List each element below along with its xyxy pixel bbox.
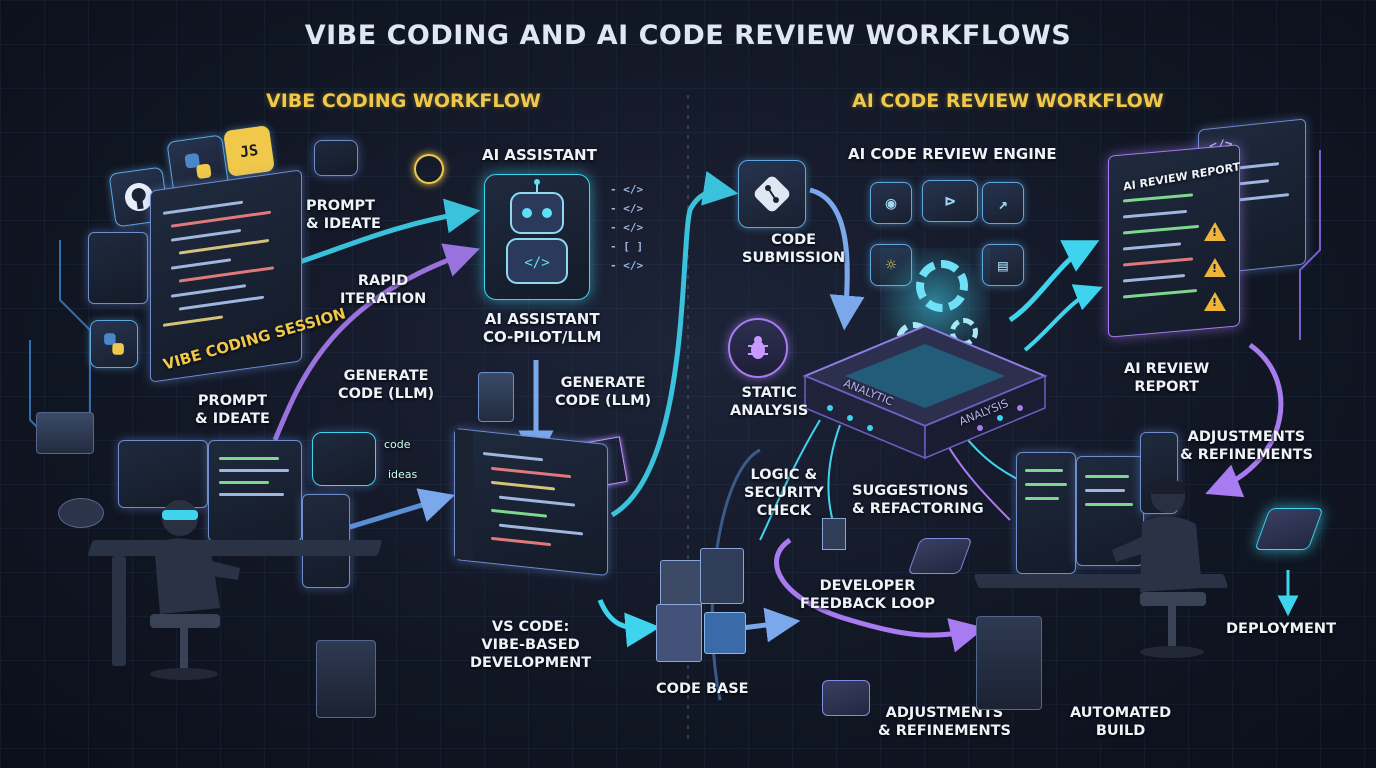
code-tags-icons: - </>- </>- </>- [ ]- </> (610, 183, 644, 272)
mini-terminal-panel (88, 232, 148, 304)
main-gear-icon (916, 260, 968, 312)
ai-assistant-heading: AI ASSISTANT (482, 146, 597, 164)
generate-code-left-label: GENERATE CODE (LLM) (338, 368, 435, 402)
bubble-ideas-text: ideas (388, 468, 418, 481)
lightbulb-icon (414, 154, 444, 184)
js-badge-label: JS (238, 140, 260, 162)
warning-icon-1: ! (1204, 222, 1226, 241)
page-title: VIBE CODING AND AI CODE REVIEW WORKFLOWS (304, 20, 1072, 51)
ai-assistant-robot-panel: </> (484, 174, 590, 300)
prompt-ideate-top-label: PROMPT & IDEATE (306, 198, 381, 232)
ai-code-review-engine-heading: AI CODE REVIEW ENGINE (848, 145, 1057, 163)
right-pc-tower (976, 616, 1042, 710)
file-icon-3 (656, 604, 702, 662)
developer-vibe-person (150, 500, 240, 680)
python-icon (166, 134, 230, 198)
github-icon (108, 166, 170, 228)
vscode-editor-panel (454, 427, 608, 577)
database-gear-icon: ◉ (870, 182, 912, 224)
left-desk-leg (112, 556, 126, 666)
bug-icon (728, 318, 788, 378)
vibe-section-heading: VIBE CODING WORKFLOW (266, 90, 541, 112)
adjustments-top-label: ADJUSTMENTS & REFINEMENTS (1180, 429, 1313, 463)
ideas-chat-bubble (312, 432, 376, 486)
developer-review-person (1112, 478, 1206, 658)
code-base-label: CODE BASE (656, 681, 749, 697)
robot-icon: </> (506, 179, 568, 284)
logic-gate-icon: ⊳ (922, 180, 978, 222)
rapid-iteration-label: RAPID ITERATION (340, 273, 427, 307)
trend-chart-icon: ↗ (982, 182, 1024, 224)
server-box-icon (36, 412, 94, 454)
left-monitor-1 (118, 440, 208, 508)
warning-icon-3: ! (1204, 292, 1226, 311)
prompt-ideate-bottom-label: PROMPT & IDEATE (195, 393, 270, 427)
automated-build-label: AUTOMATED BUILD (1070, 705, 1172, 739)
analysis-platform (802, 324, 1048, 460)
review-section-heading: AI CODE REVIEW WORKFLOW (852, 90, 1164, 112)
suggestions-refactoring-label: SUGGESTIONS & REFACTORING (852, 483, 984, 517)
developer-feedback-loop-label: DEVELOPER FEEDBACK LOOP (800, 578, 935, 612)
deployment-label: DEPLOYMENT (1226, 621, 1336, 637)
doc-icon (822, 518, 846, 550)
folder-icon (704, 612, 746, 654)
database-stack-icon (478, 372, 514, 422)
python-small-icon (90, 320, 138, 368)
right-monitor-1 (1016, 452, 1076, 574)
chat-bubble-icon (314, 140, 358, 176)
vscode-development-label: VS CODE: VIBE-BASED DEVELOPMENT (470, 619, 592, 671)
logic-security-check-label: LOGIC & SECURITY CHECK (744, 467, 824, 519)
generate-code-right-label: GENERATE CODE (LLM) (555, 375, 652, 409)
ai-review-report-label: AI REVIEW REPORT (1124, 361, 1210, 395)
report-panel-title: AI REVIEW REPORT (1122, 160, 1241, 194)
right-monitor-2 (1076, 456, 1144, 566)
code-submission-label: CODE SUBMISSION (742, 232, 846, 266)
git-branch-icon (738, 160, 806, 228)
file-icon-2 (700, 548, 744, 604)
ai-assistant-copilot-label: AI ASSISTANT CO-PILOT/LLM (483, 310, 602, 346)
javascript-icon: JS (223, 125, 275, 177)
bubble-code-text: code (384, 438, 411, 451)
left-pc-tower (316, 640, 376, 718)
warning-icon-2: ! (1204, 258, 1226, 277)
svg-text:</>: </> (524, 255, 549, 271)
adjustments-bottom-label: ADJUSTMENTS & REFINEMENTS (878, 705, 1011, 739)
static-analysis-label: STATIC ANALYSIS (730, 385, 809, 419)
smart-speaker-icon (58, 498, 104, 528)
small-chip-icon (822, 680, 870, 716)
